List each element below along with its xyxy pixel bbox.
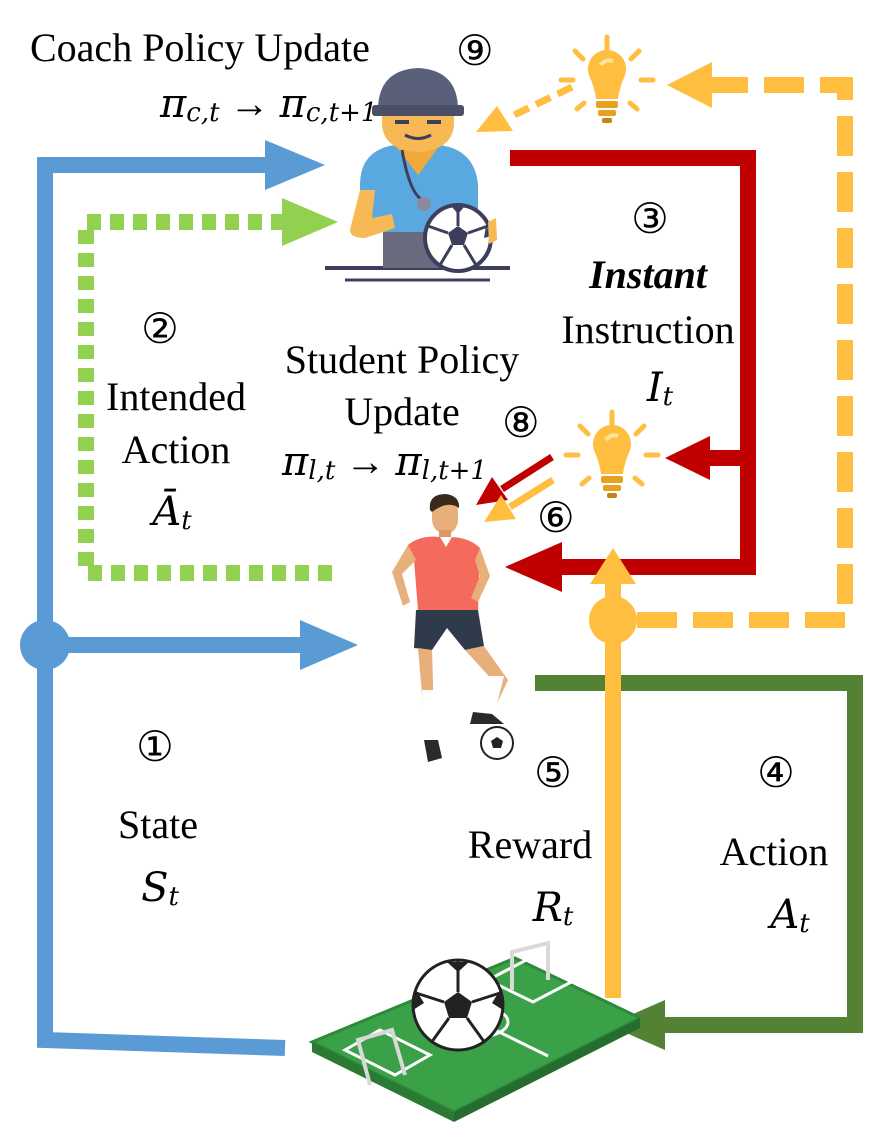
state-symbol-sub: t bbox=[168, 882, 179, 913]
coach-update-title: Coach Policy Update bbox=[30, 25, 370, 70]
intended-action-label-line2: Action bbox=[121, 427, 231, 472]
instruction-flow bbox=[476, 150, 756, 592]
action-symbol: At bbox=[770, 895, 809, 937]
instruction-label-line1: Instant bbox=[589, 252, 707, 297]
reward-symbol-sub: t bbox=[562, 902, 574, 933]
state-junction bbox=[20, 620, 70, 670]
soccer-field-icon bbox=[308, 940, 644, 1122]
student-player-icon bbox=[392, 494, 514, 762]
student-formula-sub-1: l,t bbox=[308, 456, 336, 487]
state-to-student-arrowhead bbox=[300, 620, 358, 670]
coach-formula-sub-1: c,t bbox=[186, 98, 220, 129]
instruction-symbol-sub: t bbox=[662, 382, 674, 413]
coach-formula-sub-2: c,t+1 bbox=[305, 98, 378, 129]
student-formula-sub-2: l,t+1 bbox=[421, 456, 487, 487]
state-label: State bbox=[118, 802, 198, 847]
reward-label: Reward bbox=[467, 822, 593, 867]
lightbulb-icon bbox=[563, 409, 661, 498]
instruction-label-line2: Instruction bbox=[561, 307, 735, 352]
coach-formula-pi-1: π bbox=[160, 81, 187, 127]
step-5-marker: ⑤ bbox=[534, 748, 572, 797]
feedback-to-bulb-arrowhead bbox=[667, 62, 712, 108]
state-symbol: St bbox=[141, 868, 179, 910]
coach-update-arrowhead bbox=[476, 106, 513, 132]
instruction-to-bulb-arrowhead bbox=[665, 436, 710, 480]
student-formula-pi-1: π bbox=[282, 439, 309, 485]
state-to-coach-arrowhead bbox=[265, 140, 325, 190]
student-update-title-line1: Student Policy bbox=[284, 337, 520, 382]
step-2-marker: ② bbox=[141, 304, 179, 353]
action-symbol-main: A bbox=[770, 892, 800, 938]
reward-junction bbox=[589, 596, 637, 644]
instruction-symbol: It bbox=[647, 368, 673, 410]
intended-action-arrowhead bbox=[282, 198, 338, 246]
intended-action-label-line1: Intended bbox=[106, 374, 246, 419]
coach-icon bbox=[325, 68, 510, 282]
student-formula-arrow: → bbox=[345, 439, 386, 484]
step-4-marker: ④ bbox=[757, 748, 795, 797]
state-symbol-main: S bbox=[141, 865, 169, 911]
student-update-yellow-arrowhead bbox=[484, 495, 516, 522]
step-9-marker: ⑨ bbox=[456, 26, 494, 75]
instruction-symbol-main: I bbox=[646, 365, 663, 411]
step-6-marker: ⑥ bbox=[537, 493, 575, 542]
action-label: Action bbox=[719, 829, 829, 874]
intended-action-flow bbox=[78, 198, 338, 581]
intended-action-symbol-main: Ā bbox=[152, 489, 182, 535]
reward-symbol-main: R bbox=[532, 885, 563, 931]
instruction-to-student-arrowhead bbox=[505, 542, 562, 592]
intended-action-symbol: Āt bbox=[152, 492, 191, 534]
intended-action-symbol-sub: t bbox=[181, 506, 192, 537]
reward-flow bbox=[476, 62, 853, 998]
student-update-title-line2: Update bbox=[344, 389, 460, 434]
student-formula-pi-2: π bbox=[395, 439, 422, 485]
student-update-formula: πl,t → πl,t+1 bbox=[282, 439, 487, 487]
step-3-marker: ③ bbox=[631, 194, 669, 243]
reward-symbol: Rt bbox=[533, 888, 574, 930]
step-8-marker: ⑧ bbox=[502, 398, 540, 447]
coach-update-formula: πc,t → πc,t+1 bbox=[160, 81, 378, 129]
step-1-marker: ① bbox=[136, 722, 174, 771]
reward-to-bulb-arrowhead bbox=[590, 548, 636, 584]
action-symbol-sub: t bbox=[799, 909, 810, 940]
state-flow bbox=[20, 140, 358, 1056]
lightbulb-icon bbox=[558, 34, 656, 123]
coach-formula-pi-2: π bbox=[279, 81, 306, 127]
coach-formula-arrow: → bbox=[229, 81, 270, 126]
